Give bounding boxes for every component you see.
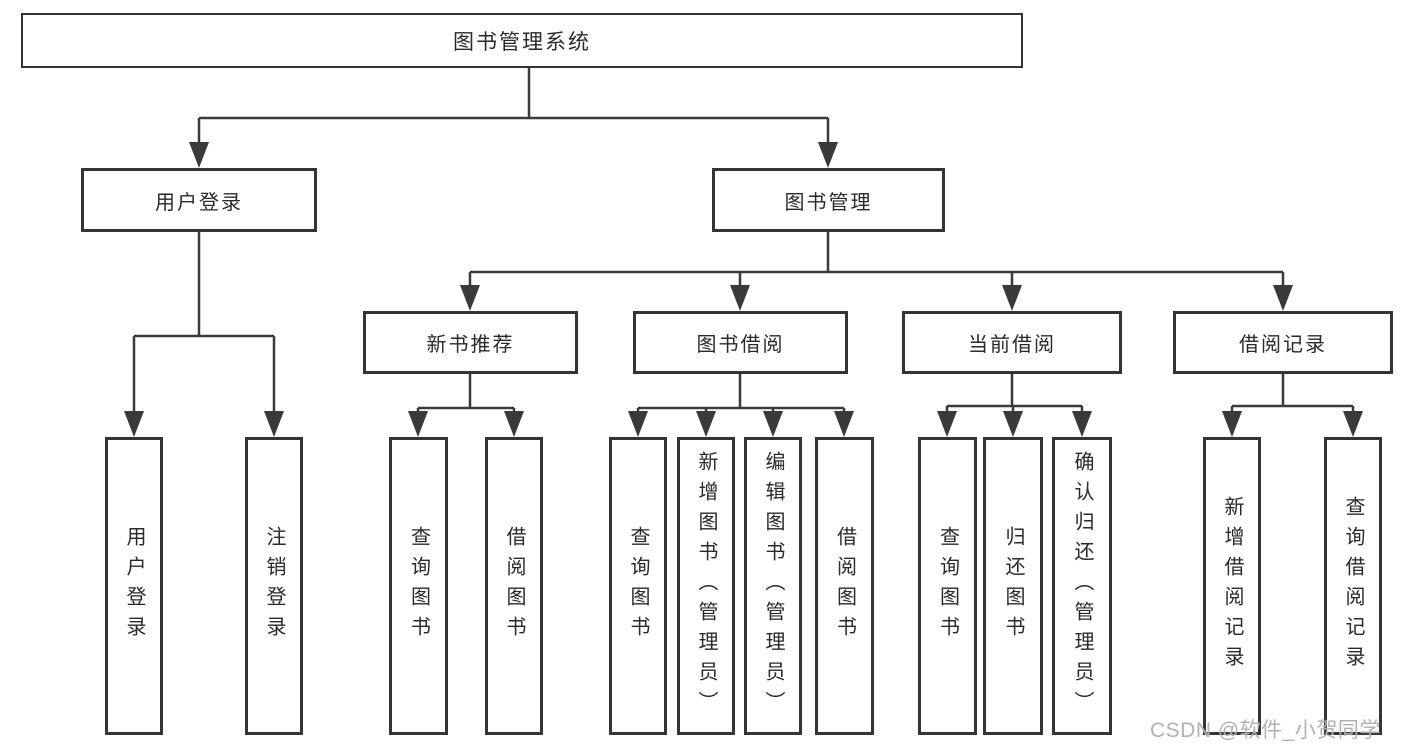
arrowhead-icon	[818, 142, 838, 168]
arrowhead-icon	[763, 411, 783, 437]
leaf-user-login: 用户登录	[105, 437, 163, 735]
leaf-record-query-borrow-record: 查询借阅记录	[1324, 437, 1382, 735]
arrowhead-icon	[189, 142, 209, 168]
node-library-management-system: 图书管理系统	[21, 13, 1023, 68]
arrowhead-icon	[1222, 411, 1242, 437]
arrowhead-icon	[937, 411, 957, 437]
leaf-current-query-books: 查询图书	[918, 437, 977, 735]
arrowhead-icon	[124, 411, 144, 437]
leaf-borrow-add-books-admin: 新增图书（管理员）	[677, 437, 735, 735]
arrowhead-icon	[1003, 411, 1023, 437]
arrowhead-icon	[834, 411, 854, 437]
connector-borrowing-to-leaves	[628, 373, 854, 437]
arrowhead-icon	[264, 411, 284, 437]
arrowhead-icon	[730, 285, 750, 311]
arrowhead-icon	[408, 411, 428, 437]
node-book-management: 图书管理	[712, 168, 945, 232]
leaf-current-confirm-return-admin: 确认归还（管理员）	[1052, 437, 1112, 735]
arrowhead-icon	[628, 411, 648, 437]
connector-records-to-leaves	[1222, 373, 1363, 437]
connector-current-to-leaves	[937, 373, 1092, 437]
arrowhead-icon	[1273, 285, 1293, 311]
arrowhead-icon	[1072, 411, 1092, 437]
arrowhead-icon	[1002, 285, 1022, 311]
connector-book-mgmt-to-level3	[460, 231, 1293, 311]
leaf-borrow-edit-books-admin: 编辑图书（管理员）	[744, 437, 802, 735]
node-borrowing-records: 借阅记录	[1173, 311, 1393, 374]
watermark: CSDN @软件_小贺同学	[1150, 719, 1381, 742]
node-new-book-recommend: 新书推荐	[363, 311, 578, 374]
leaf-recommend-query-books: 查询图书	[389, 437, 448, 735]
leaf-recommend-borrow-books: 借阅图书	[485, 437, 543, 735]
leaf-logout: 注销登录	[245, 437, 303, 735]
arrowhead-icon	[696, 411, 716, 437]
node-current-borrowing: 当前借阅	[902, 311, 1122, 374]
arrowhead-icon	[460, 285, 480, 311]
leaf-current-return-books: 归还图书	[983, 437, 1043, 735]
leaf-borrow-borrow-books: 借阅图书	[815, 437, 874, 735]
node-book-borrowing: 图书借阅	[633, 311, 848, 374]
node-user-login: 用户登录	[81, 168, 317, 232]
connector-user-login-to-leaves	[124, 231, 284, 437]
leaf-record-add-borrow-record: 新增借阅记录	[1203, 437, 1261, 735]
connector-recommend-to-leaves	[408, 373, 524, 437]
arrowhead-icon	[504, 411, 524, 437]
arrowhead-icon	[1343, 411, 1363, 437]
connector-root-to-level2	[189, 68, 838, 168]
leaf-borrow-query-books: 查询图书	[609, 437, 667, 735]
